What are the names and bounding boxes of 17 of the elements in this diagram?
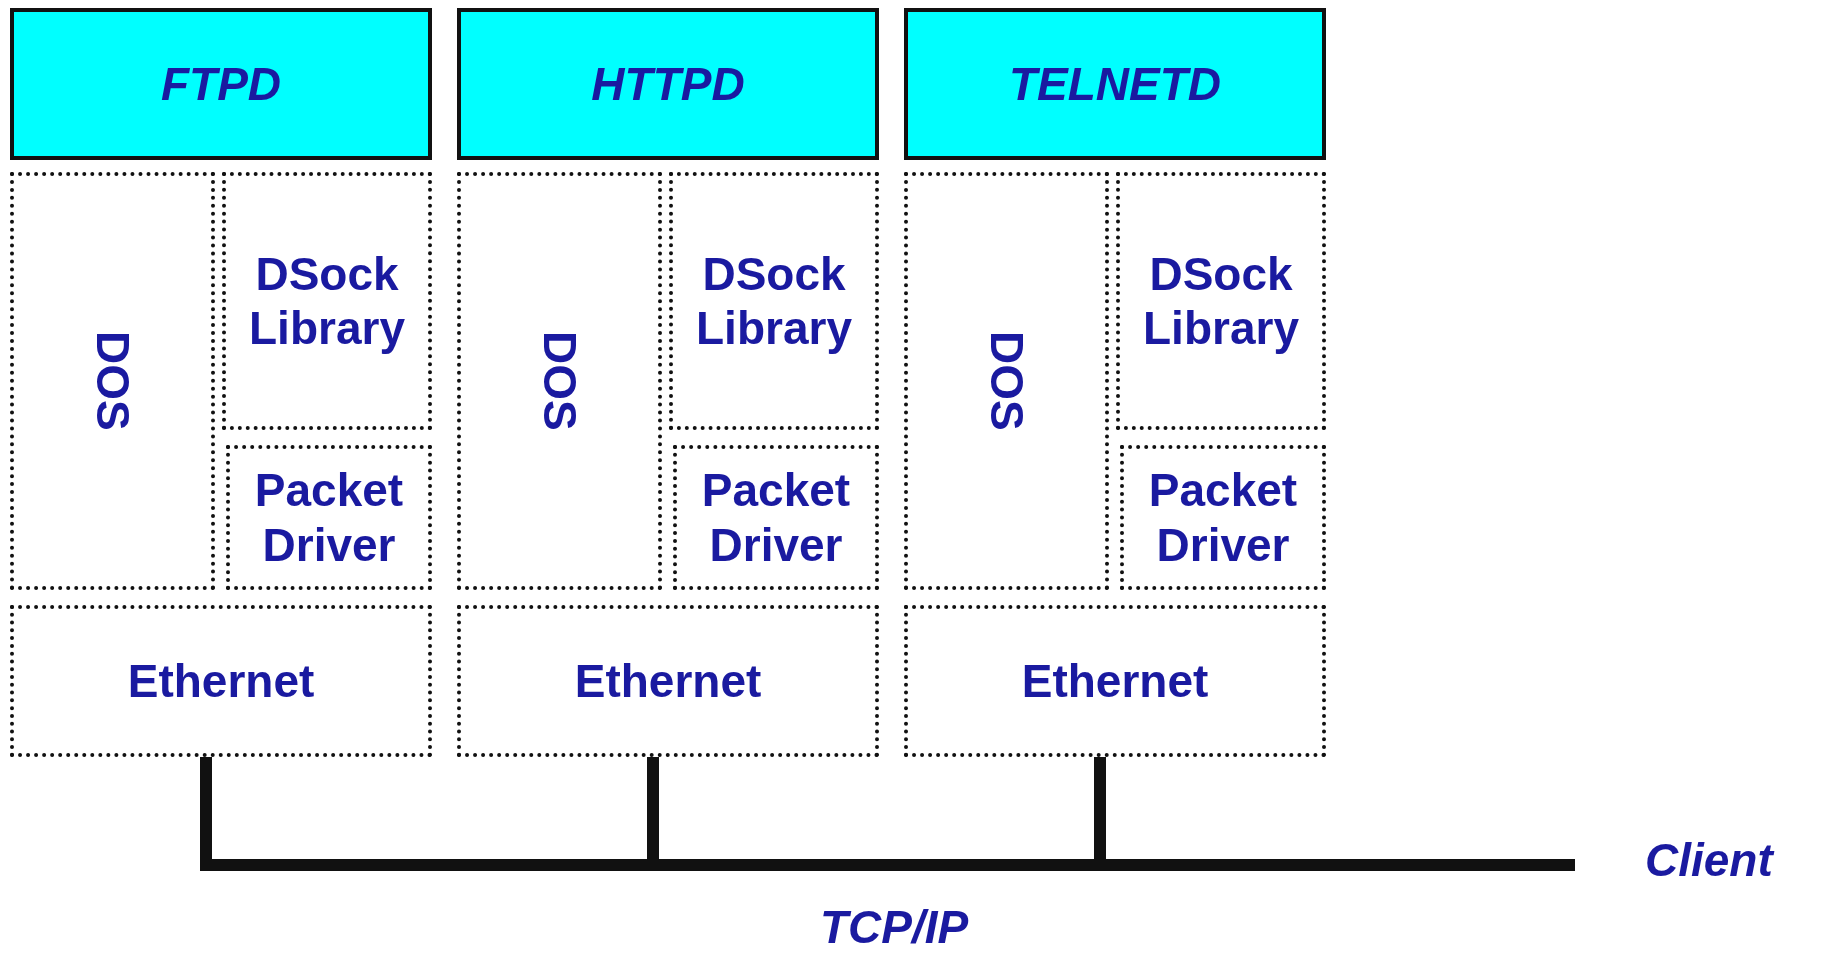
server-box: FTPD: [10, 8, 432, 160]
layer-box: DSock Library: [1116, 172, 1326, 430]
layer-box: Packet Driver: [673, 445, 879, 590]
layer-box: Ethernet: [10, 605, 432, 757]
layer-box: Ethernet: [457, 605, 879, 757]
server-box: TELNETD: [904, 8, 1326, 160]
layer-box: DOS: [10, 172, 215, 590]
layer-box: DSock Library: [669, 172, 879, 430]
edge-label: TCP/IP: [820, 900, 969, 953]
layer-box: Packet Driver: [1120, 445, 1326, 590]
server-box: HTTPD: [457, 8, 879, 160]
layer-box: Packet Driver: [226, 445, 432, 590]
layer-box: DOS: [457, 172, 662, 590]
layer-box: DOS: [904, 172, 1109, 590]
layer-box: Ethernet: [904, 605, 1326, 757]
layer-box: DSock Library: [222, 172, 432, 430]
client-label: Client: [1645, 825, 1830, 895]
